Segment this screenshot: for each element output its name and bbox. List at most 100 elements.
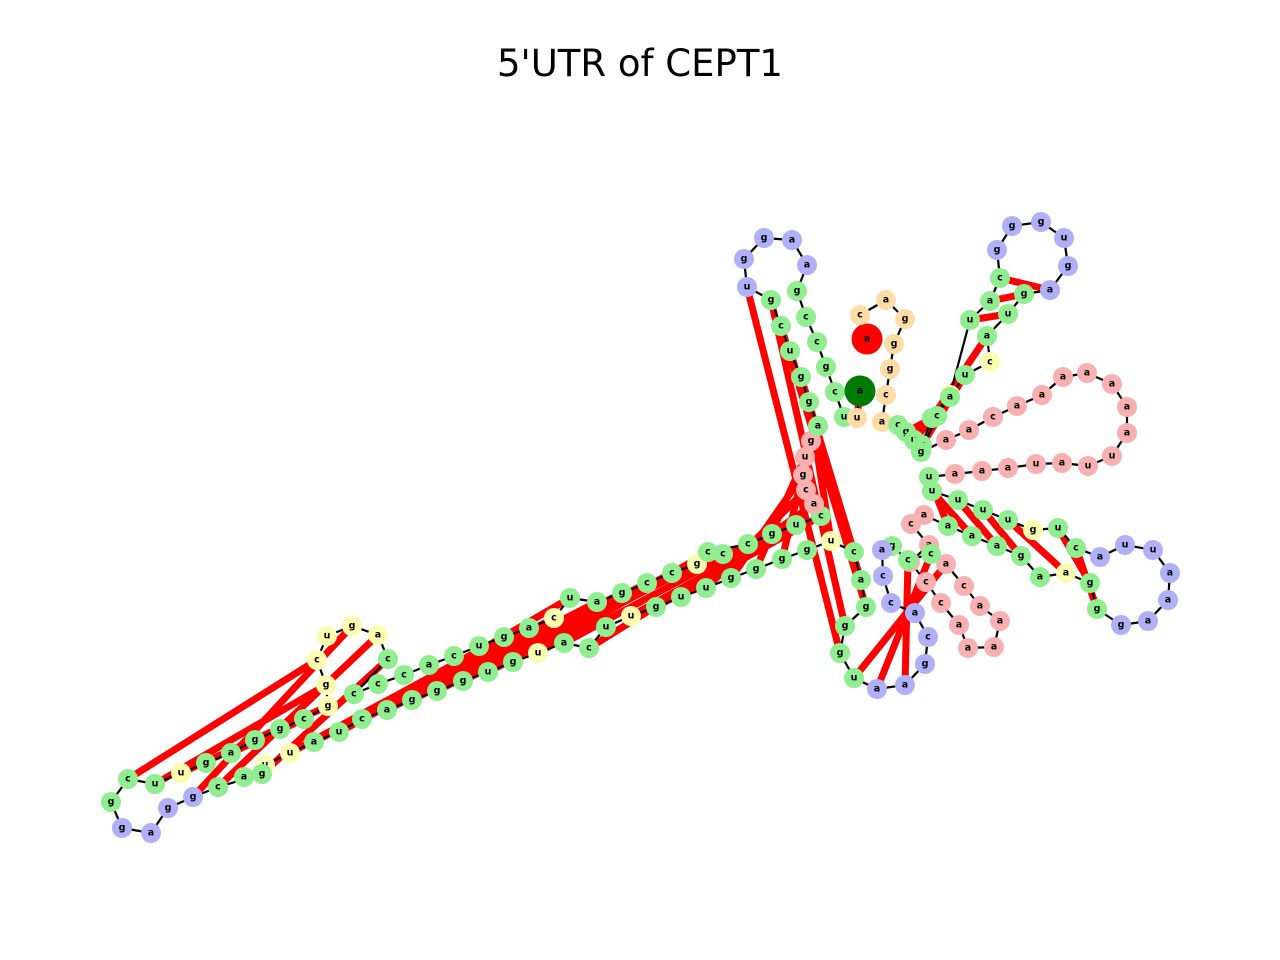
nucleotide-label: a xyxy=(977,601,983,612)
nucleotide-label: u xyxy=(828,536,835,547)
nucleotide: a xyxy=(895,675,915,695)
nucleotide-label: u xyxy=(929,486,936,497)
nucleotide-label: a xyxy=(526,623,532,634)
nucleotide-label: u xyxy=(603,622,610,633)
nucleotide: a xyxy=(1077,363,1097,383)
nucleotide: c xyxy=(771,316,791,336)
nucleotide-label: a xyxy=(426,660,432,671)
nucleotide-label: a xyxy=(1014,401,1020,412)
nucleotide-circle xyxy=(183,787,203,807)
nucleotide-circle xyxy=(1011,546,1031,566)
nucleotide-label: u xyxy=(178,768,185,779)
nucleotide-label: u xyxy=(851,673,858,684)
nucleotide: a xyxy=(1040,280,1060,300)
nucleotide-label: c xyxy=(644,578,650,589)
nucleotide: c xyxy=(918,627,938,647)
nucleotide: g xyxy=(112,818,132,838)
nucleotide: u xyxy=(786,515,806,535)
nucleotide-circle xyxy=(938,516,958,536)
nucleotide: c xyxy=(544,608,564,628)
nucleotide-label: g xyxy=(806,397,813,408)
nucleotide-circle xyxy=(936,554,956,574)
nucleotide-label: c xyxy=(803,312,809,323)
nucleotide-circle xyxy=(112,818,132,838)
nucleotide: c xyxy=(873,566,893,586)
nucleotide-label: c xyxy=(705,547,711,558)
nucleotide-circle xyxy=(825,382,845,402)
nucleotide-circle xyxy=(671,587,691,607)
nucleotide-circle xyxy=(856,597,876,617)
nucleotide: a xyxy=(554,633,574,653)
nucleotide-circle xyxy=(528,643,548,663)
nucleotide-circle xyxy=(835,616,855,636)
nucleotide-label: a xyxy=(1124,402,1130,413)
nucleotide-label: c xyxy=(851,547,857,558)
nucleotide: a xyxy=(782,230,802,250)
nucleotide-circle xyxy=(1117,397,1137,417)
nucleotide-circle xyxy=(821,531,841,551)
nucleotide: a xyxy=(980,291,1000,311)
nucleotide-label: c xyxy=(934,411,940,422)
base-pair-bond xyxy=(929,488,975,539)
nucleotide-circle xyxy=(1158,590,1178,610)
nucleotide-circle xyxy=(771,316,791,336)
nucleotide: a xyxy=(936,554,956,574)
nucleotide-circle xyxy=(1030,567,1050,587)
nucleotide-circle xyxy=(795,447,815,467)
nucleotide-circle xyxy=(884,334,904,354)
nucleotide-circle xyxy=(955,365,975,385)
nucleotide-circle xyxy=(911,442,931,462)
nucleotide-label: a xyxy=(148,828,154,839)
nucleotide: a xyxy=(936,430,956,450)
nucleotide-label: g xyxy=(1021,289,1028,300)
nucleotide: c xyxy=(352,709,372,729)
nucleotide: g xyxy=(252,764,272,784)
nucleotide-label: g xyxy=(768,295,775,306)
nucleotide-circle xyxy=(1048,518,1068,538)
nucleotide-circle xyxy=(962,526,982,546)
nucleotide-label: u xyxy=(1109,451,1116,462)
nucleotide-circle xyxy=(984,637,1004,657)
nucleotide-label: c xyxy=(375,679,381,690)
nucleotide: c xyxy=(368,674,388,694)
nucleotide-circle xyxy=(990,611,1010,631)
nucleotide: u xyxy=(696,578,716,598)
nucleotide-label: c xyxy=(351,689,357,700)
nucleotide: g xyxy=(762,524,782,544)
nucleotide-label: g xyxy=(761,233,768,244)
nucleotide: a xyxy=(1160,563,1180,583)
nucleotide-label: u xyxy=(1122,540,1129,551)
nucleotide-circle xyxy=(1014,284,1034,304)
nucleotide-circle xyxy=(980,352,1000,372)
nucleotide-label: a xyxy=(857,386,863,397)
nucleotide: a xyxy=(972,461,992,481)
nucleotide: u xyxy=(1143,540,1163,560)
nucleotide-label: c xyxy=(778,321,784,332)
nucleotide-circle xyxy=(980,291,1000,311)
nucleotide-label: a xyxy=(864,334,870,345)
nucleotide-label: u xyxy=(744,282,751,293)
nucleotide-label: u xyxy=(324,631,331,642)
nucleotide-circle xyxy=(621,606,641,626)
nucleotide-circle xyxy=(1052,453,1072,473)
nucleotide-label: g xyxy=(165,803,172,814)
nucleotide-label: c xyxy=(125,774,131,785)
nucleotide-circle xyxy=(948,490,968,510)
nucleotide: c xyxy=(444,646,464,666)
nucleotide: a xyxy=(940,387,960,407)
nucleotide-label: a xyxy=(902,680,908,691)
nucleotide-circle xyxy=(118,769,138,789)
nucleotide: c xyxy=(850,305,870,325)
nucleotide: g xyxy=(761,290,781,310)
nucleotide-circle xyxy=(402,690,422,710)
nucleotide-label: a xyxy=(966,425,972,436)
nucleotide: g xyxy=(402,690,422,710)
nucleotide: a xyxy=(1117,397,1137,417)
nucleotide: a xyxy=(977,326,997,346)
nucleotide: g xyxy=(158,798,178,818)
nucleotide-label: a xyxy=(1005,463,1011,474)
nucleotide-circle xyxy=(1031,212,1051,232)
nucleotide: u xyxy=(1048,518,1068,538)
nucleotide: a xyxy=(1090,547,1110,567)
nucleotide-circle xyxy=(612,583,632,603)
